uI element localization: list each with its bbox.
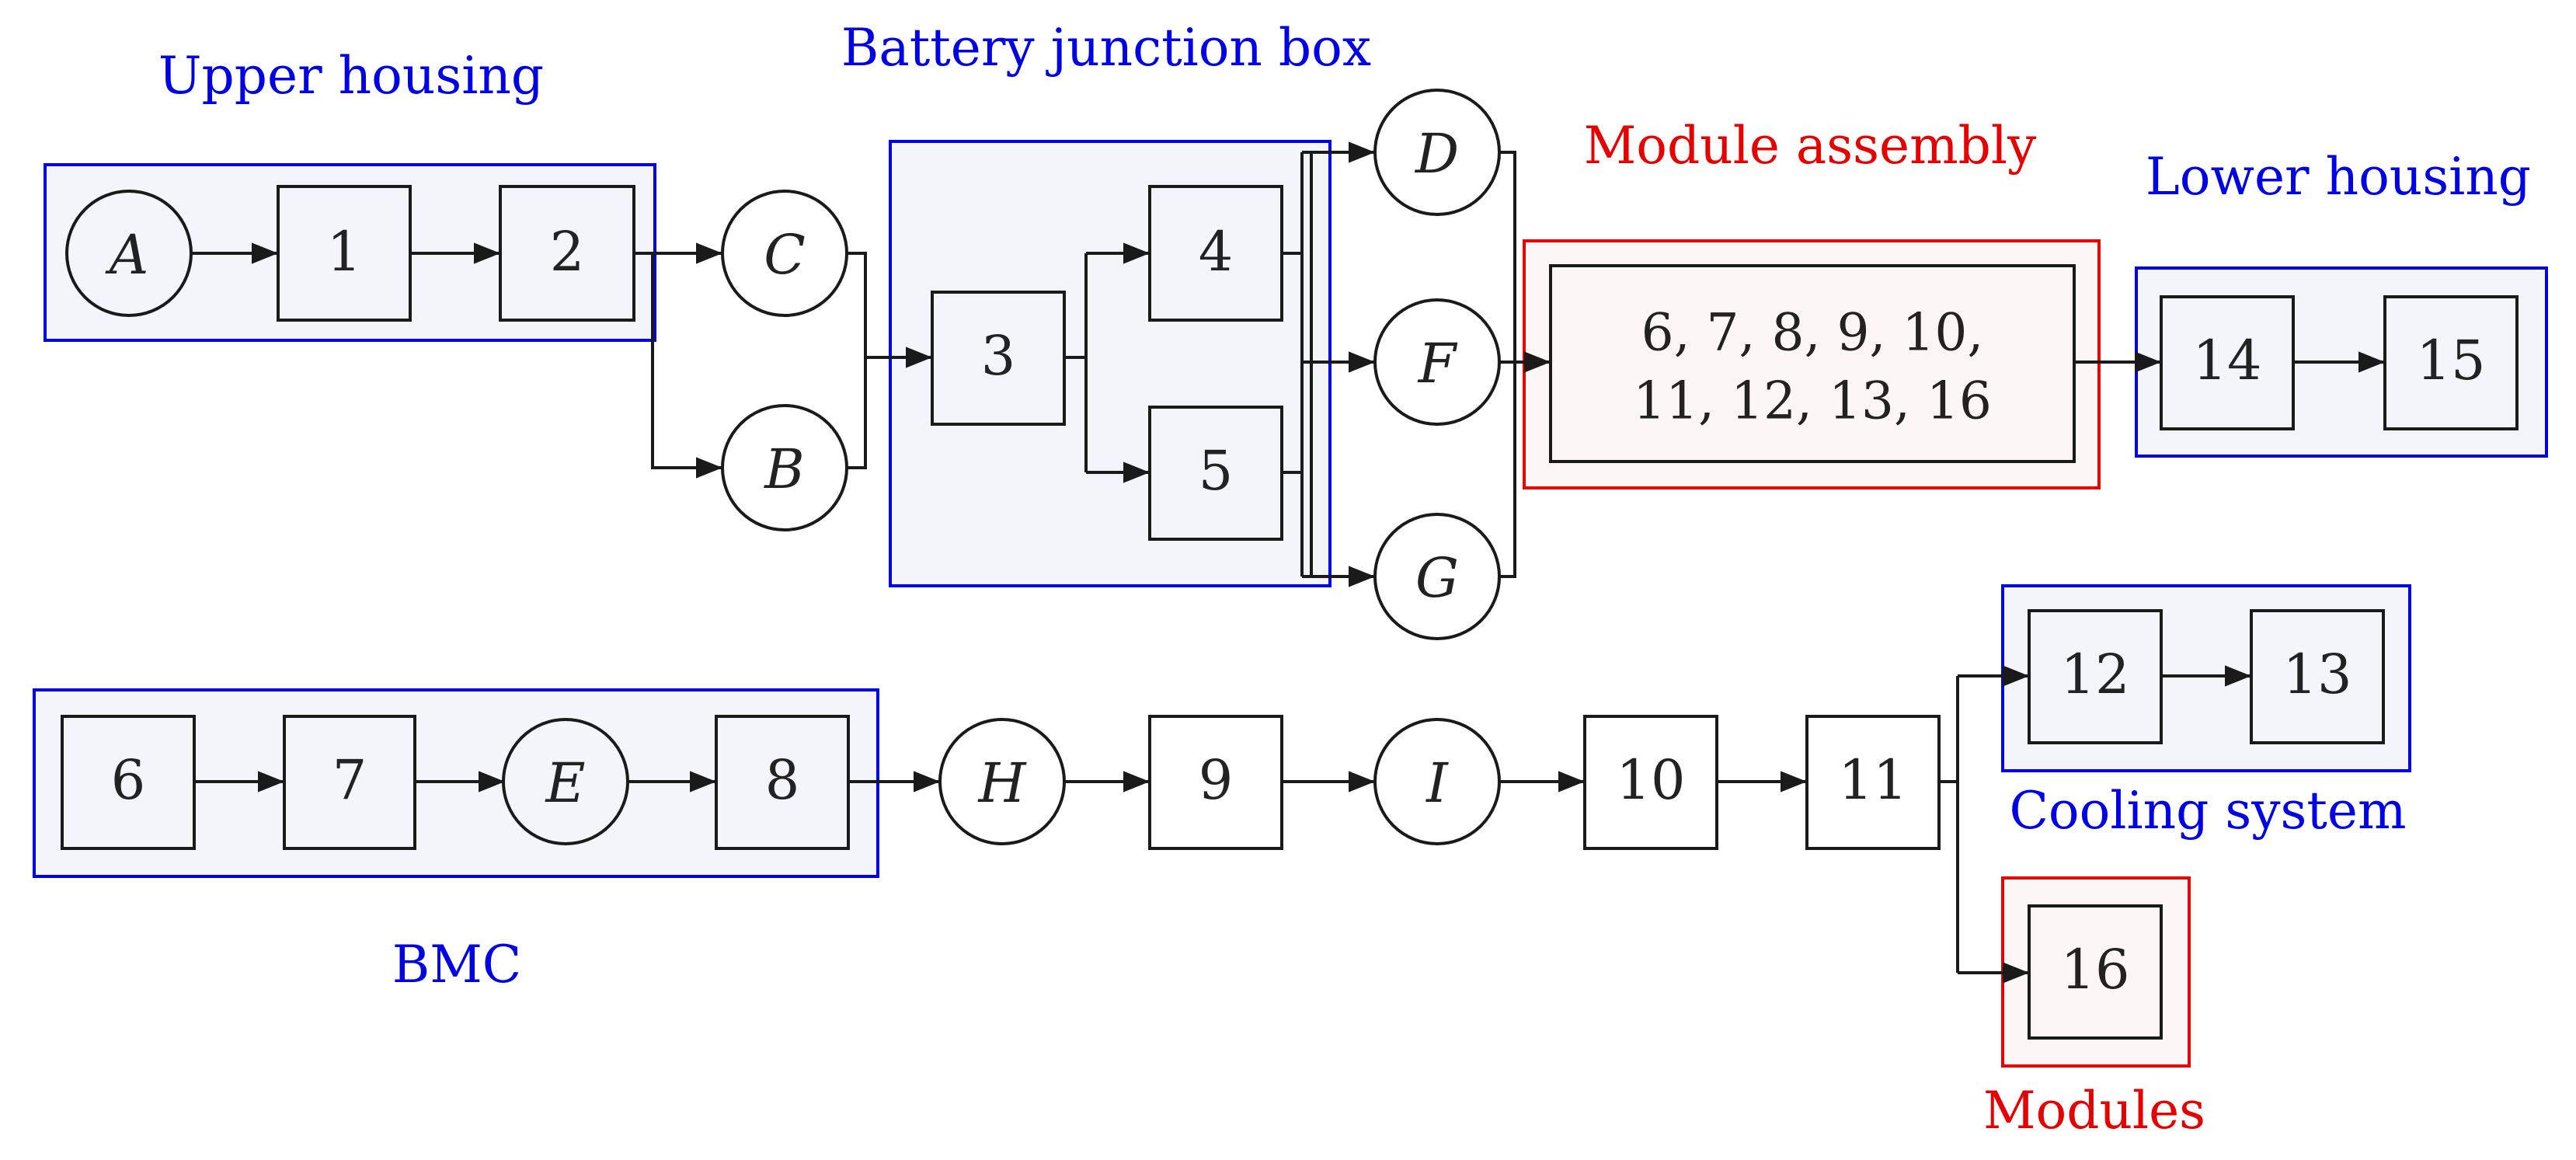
node-10 <box>1583 715 1718 850</box>
node-labels: A C B D F G E H I 1 2 3 4 5 6, 7, 8, 9, … <box>105 122 2486 1002</box>
node-7 <box>283 715 416 850</box>
node-1 <box>277 185 412 322</box>
node-D-label: D <box>1414 122 1459 186</box>
node-7-label: 7 <box>332 748 367 812</box>
node-4-label: 4 <box>1199 220 1234 284</box>
node-3-label: 3 <box>981 324 1016 388</box>
node-assembly-line2: 11, 12, 13, 16 <box>1633 371 1992 431</box>
node-G <box>1373 513 1501 640</box>
node-E <box>502 718 629 845</box>
node-15 <box>2383 295 2519 430</box>
node-I <box>1373 718 1501 845</box>
node-2-label: 2 <box>550 220 585 284</box>
label-upper-housing: Upper housing <box>158 46 544 106</box>
node-5 <box>1148 406 1283 541</box>
node-13-label: 13 <box>2282 643 2351 706</box>
node-B <box>721 404 848 531</box>
node-F-label: F <box>1417 332 1458 395</box>
node-12 <box>2028 609 2163 744</box>
node-16-label: 16 <box>2060 938 2129 1002</box>
node-14-label: 14 <box>2192 329 2261 392</box>
edge-C-merge <box>845 252 867 469</box>
circle-nodes <box>65 89 1501 845</box>
node-10-label: 10 <box>1616 748 1685 812</box>
node-12-label: 12 <box>2060 643 2129 706</box>
edge-2-B <box>651 253 722 479</box>
label-cooling-system: Cooling system <box>2009 781 2406 841</box>
node-11-label: 11 <box>1838 748 1907 812</box>
node-8 <box>715 715 850 850</box>
node-9-label: 9 <box>1199 748 1234 812</box>
node-13 <box>2250 609 2385 744</box>
node-G-label: G <box>1415 546 1459 610</box>
node-1-label: 1 <box>327 220 362 284</box>
edge-DFG-merge <box>1498 151 1516 578</box>
node-A <box>65 190 193 317</box>
node-14 <box>2160 295 2295 430</box>
node-assembly <box>1549 264 2076 463</box>
node-9 <box>1148 715 1283 850</box>
node-H <box>938 718 1066 845</box>
node-assembly-line1: 6, 7, 8, 9, 10, <box>1641 303 1984 363</box>
node-A-label: A <box>105 223 149 287</box>
node-E-label: E <box>544 751 585 815</box>
node-11 <box>1805 715 1941 850</box>
label-modules: Modules <box>1983 1081 2205 1141</box>
label-battery-junction-box: Battery junction box <box>841 18 1371 78</box>
node-5-label: 5 <box>1199 439 1234 503</box>
node-C <box>721 190 848 317</box>
node-3 <box>931 291 1066 426</box>
node-B-label: B <box>763 437 804 501</box>
label-module-assembly: Module assembly <box>1584 116 2037 176</box>
connectors <box>191 141 2385 984</box>
label-lower-housing: Lower housing <box>2146 147 2531 207</box>
node-8-label: 8 <box>765 748 800 812</box>
node-16 <box>2028 904 2163 1040</box>
node-C-label: C <box>764 223 806 287</box>
node-I-label: I <box>1425 751 1449 815</box>
node-F <box>1373 298 1501 426</box>
node-15-label: 15 <box>2416 329 2485 392</box>
label-bmc: BMC <box>392 935 522 995</box>
node-6-label: 6 <box>111 748 146 812</box>
square-nodes <box>61 185 2519 1040</box>
node-2 <box>499 185 635 322</box>
node-H-label: H <box>976 751 1027 815</box>
node-D <box>1373 89 1501 216</box>
node-4 <box>1148 185 1283 322</box>
node-6 <box>61 715 196 850</box>
